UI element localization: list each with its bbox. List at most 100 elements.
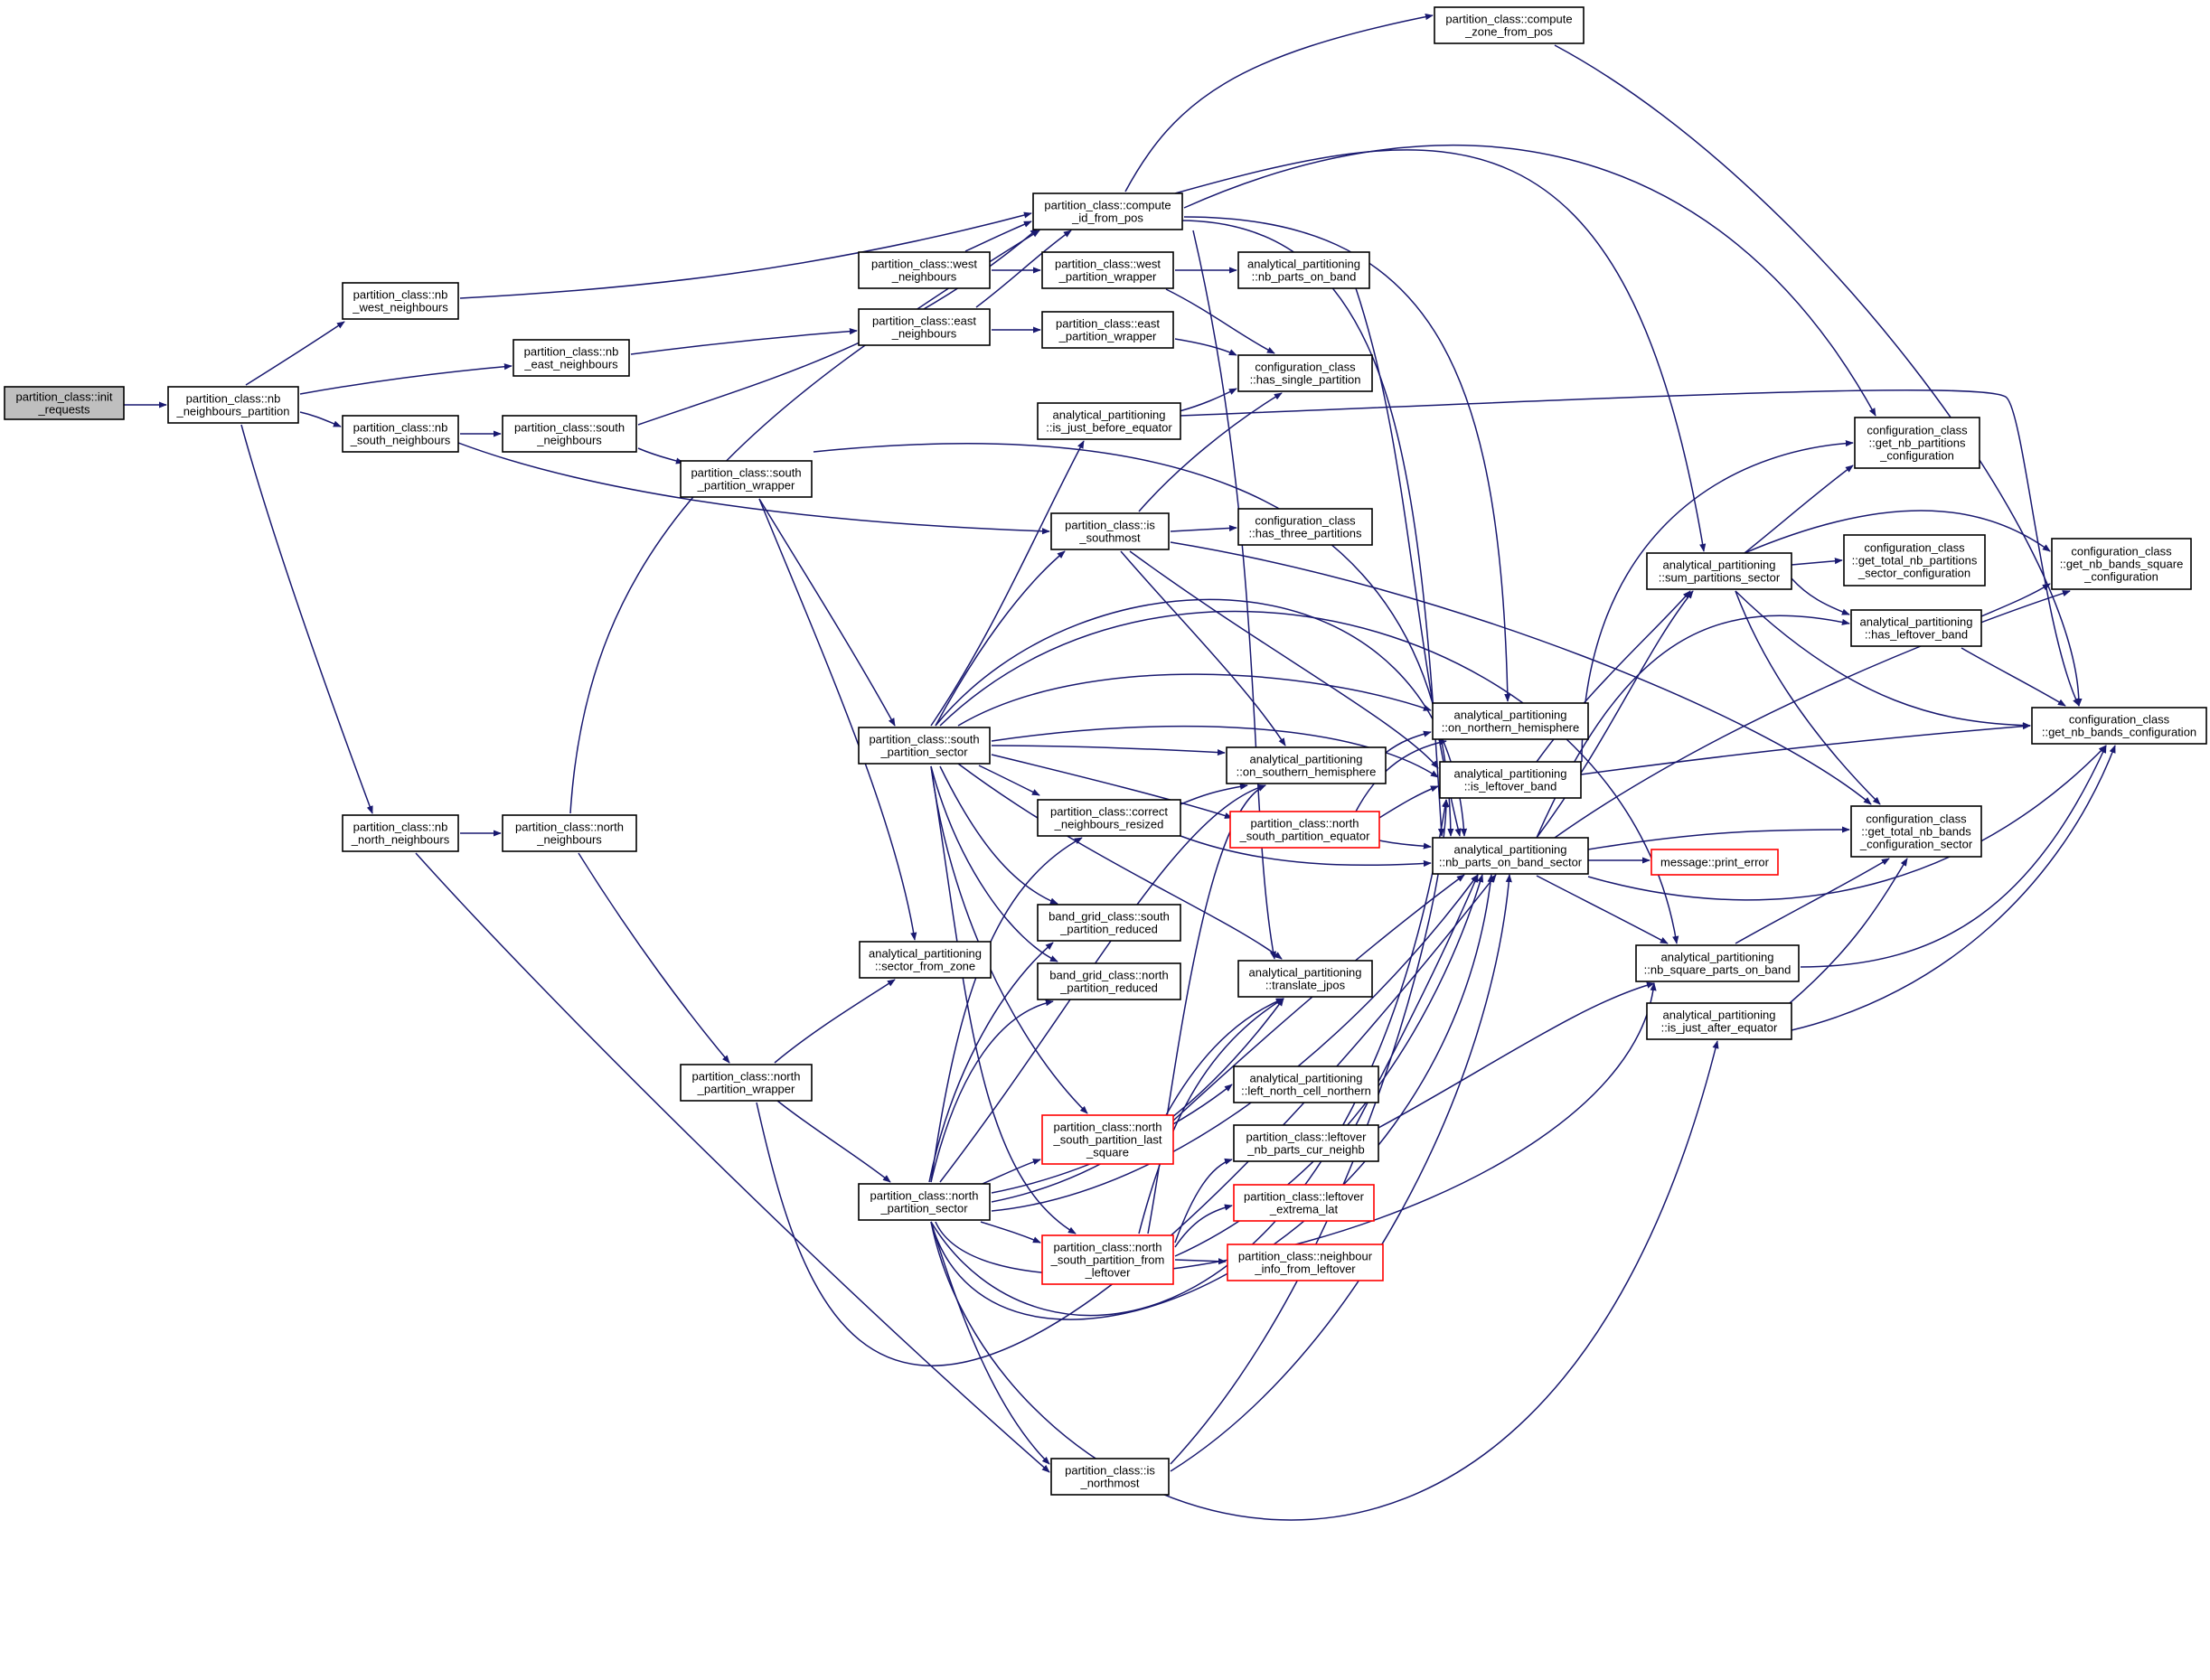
node-label-line: partition_class::is xyxy=(1065,1464,1155,1478)
node-box xyxy=(1237,354,1373,392)
call-edge xyxy=(930,440,1085,727)
node-box xyxy=(1229,811,1380,849)
call-edge xyxy=(1147,784,1266,1234)
node-czp[interactable]: partition_class::compute_zone_from_pos xyxy=(1434,6,1585,44)
node-lnp[interactable]: partition_class::leftover_nb_parts_cur_n… xyxy=(1233,1124,1379,1162)
node-box xyxy=(1037,799,1181,837)
node-nsfl[interactable]: partition_class::north_south_partition_f… xyxy=(1041,1234,1174,1285)
node-label-line: analytical_partitioning xyxy=(1249,1072,1362,1085)
node-gnbc[interactable]: configuration_class::get_nb_bands_config… xyxy=(2031,707,2207,745)
node-box xyxy=(1237,251,1370,289)
node-hsp[interactable]: configuration_class::has_single_partitio… xyxy=(1237,354,1373,392)
node-gnbsc[interactable]: configuration_class::get_nb_bands_square… xyxy=(2051,538,2192,590)
node-label-line: analytical_partitioning xyxy=(1453,767,1566,781)
node-nbe[interactable]: partition_class::nb_east_neighbours xyxy=(513,339,630,377)
call-edge xyxy=(1179,388,1237,412)
node-ilb[interactable]: analytical_partitioning::is_leftover_ban… xyxy=(1439,761,1582,799)
node-mpe[interactable]: message::print_error xyxy=(1650,849,1779,876)
call-edge xyxy=(1174,149,1707,552)
node-sfz[interactable]: analytical_partitioning::sector_from_zon… xyxy=(859,941,992,979)
edge-epw-to-hsp xyxy=(1174,338,1237,356)
node-iae[interactable]: analytical_partitioning::is_just_after_e… xyxy=(1646,1002,1792,1040)
node-box xyxy=(2051,538,2192,590)
edge-nps-to-nsq xyxy=(935,982,1657,1276)
node-label-line: _id_from_pos xyxy=(1071,211,1143,225)
call-edge xyxy=(935,550,1066,727)
edge-wpw-to-hsp xyxy=(1165,288,1275,354)
node-label-line: partition_class::north xyxy=(515,821,624,834)
node-nsq[interactable]: analytical_partitioning::nb_square_parts… xyxy=(1635,944,1800,982)
node-box xyxy=(1843,534,1986,587)
node-nifl[interactable]: partition_class::neighbour_info_from_lef… xyxy=(1227,1244,1384,1281)
call-edge xyxy=(1165,288,1275,354)
node-box xyxy=(502,415,637,453)
node-cnr[interactable]: partition_class::correct_neighbours_resi… xyxy=(1037,799,1181,837)
node-label-line: partition_class::init xyxy=(16,390,113,404)
node-nbn[interactable]: partition_class::nb_north_neighbours xyxy=(342,814,459,852)
node-label-line: partition_class::nb xyxy=(353,421,448,435)
node-bgn[interactable]: band_grid_class::north_partition_reduced xyxy=(1037,962,1181,1000)
node-box xyxy=(167,386,299,424)
node-gnpc[interactable]: configuration_class::get_nb_partitions_c… xyxy=(1854,417,1980,469)
node-label-line: _neighbours xyxy=(891,270,957,284)
node-npbs[interactable]: analytical_partitioning::nb_parts_on_ban… xyxy=(1432,837,1589,875)
node-sn[interactable]: partition_class::south_neighbours xyxy=(502,415,637,453)
node-label-line: _leftover xyxy=(1085,1266,1132,1280)
node-sps[interactable]: partition_class::south_partition_sector xyxy=(858,727,991,765)
node-label-line: ::translate_jpos xyxy=(1265,979,1346,992)
node-ibe[interactable]: analytical_partitioning::is_just_before_… xyxy=(1037,402,1181,440)
node-label-line: ::has_single_partition xyxy=(1250,373,1361,387)
node-nsls[interactable]: partition_class::north_south_partition_l… xyxy=(1041,1114,1174,1165)
call-edge xyxy=(1170,874,1512,1472)
edge-nbp-to-nbw xyxy=(245,321,345,386)
node-gtnps[interactable]: configuration_class::get_total_nb_partit… xyxy=(1843,534,1986,587)
node-lel[interactable]: partition_class::leftover_extrema_lat xyxy=(1233,1184,1375,1222)
node-nn[interactable]: partition_class::north_neighbours xyxy=(502,814,637,852)
node-box xyxy=(513,339,630,377)
node-wpw[interactable]: partition_class::west_partition_wrapper xyxy=(1041,251,1174,289)
node-wn[interactable]: partition_class::west_neighbours xyxy=(858,251,991,289)
node-en[interactable]: partition_class::east_neighbours xyxy=(858,308,991,346)
node-nbw[interactable]: partition_class::nb_west_neighbours xyxy=(342,282,459,320)
call-edge xyxy=(1124,14,1434,192)
edge-sps-to-osh xyxy=(991,745,1226,756)
node-label-line: partition_class::nb xyxy=(353,821,448,834)
node-label-line: configuration_class xyxy=(1866,812,1967,826)
edge-npbs-to-sumps xyxy=(1536,590,1694,839)
node-osh[interactable]: analytical_partitioning::on_southern_hem… xyxy=(1226,746,1387,784)
call-edge xyxy=(415,852,1050,1473)
node-label-line: configuration_class xyxy=(1864,541,1965,555)
edge-nse-to-npbs xyxy=(1378,840,1432,849)
node-npob[interactable]: analytical_partitioning::nb_parts_on_ban… xyxy=(1237,251,1370,289)
edge-nbw-to-cid xyxy=(459,211,1032,299)
node-gtnbcs[interactable]: configuration_class::get_total_nb_bands_… xyxy=(1850,805,1982,858)
call-edge xyxy=(1800,745,2107,968)
edge-nsfl-to-tj xyxy=(1138,998,1284,1234)
node-nps[interactable]: partition_class::north_partition_sector xyxy=(858,1183,991,1221)
edge-cid-to-npbs xyxy=(1174,220,1445,837)
node-label-line: ::nb_parts_on_band xyxy=(1252,270,1357,284)
node-sumps[interactable]: analytical_partitioning::sum_partitions_… xyxy=(1646,552,1792,590)
edge-nps-to-isn xyxy=(930,1221,1050,1465)
node-label-line: _info_from_leftover xyxy=(1254,1262,1356,1276)
node-isn[interactable]: partition_class::is_northmost xyxy=(1050,1458,1170,1496)
node-htp[interactable]: configuration_class::has_three_partition… xyxy=(1237,508,1373,546)
node-iss[interactable]: partition_class::is_southmost xyxy=(1050,512,1170,550)
node-epw[interactable]: partition_class::east_partition_wrapper xyxy=(1041,311,1174,349)
node-onh[interactable]: analytical_partitioning::on_northern_hem… xyxy=(1432,702,1589,740)
node-nbp[interactable]: partition_class::nb_neighbours_partition xyxy=(167,386,299,424)
edge-cid-to-gnpc xyxy=(1183,144,1876,417)
node-bgs[interactable]: band_grid_class::south_partition_reduced xyxy=(1037,904,1181,942)
node-tj[interactable]: analytical_partitioning::translate_jpos xyxy=(1237,960,1373,998)
edge-nps-to-iae xyxy=(930,1040,1719,1521)
node-hlb[interactable]: analytical_partitioning::has_leftover_ba… xyxy=(1850,609,1982,647)
edge-nsq-to-gnbc xyxy=(1800,745,2107,968)
node-label-line: _partition_sector xyxy=(879,1202,968,1215)
node-label-line: ::on_northern_hemisphere xyxy=(1442,721,1580,735)
node-lnc[interactable]: analytical_partitioning::left_north_cell… xyxy=(1233,1065,1379,1103)
node-nse[interactable]: partition_class::north_south_partition_e… xyxy=(1229,811,1380,849)
node-cid[interactable]: partition_class::compute_id_from_pos xyxy=(1032,192,1183,230)
node-spw[interactable]: partition_class::south_partition_wrapper xyxy=(680,460,813,498)
node-npw[interactable]: partition_class::north_partition_wrapper xyxy=(680,1064,813,1102)
node-nbs[interactable]: partition_class::nb_south_neighbours xyxy=(342,415,459,453)
